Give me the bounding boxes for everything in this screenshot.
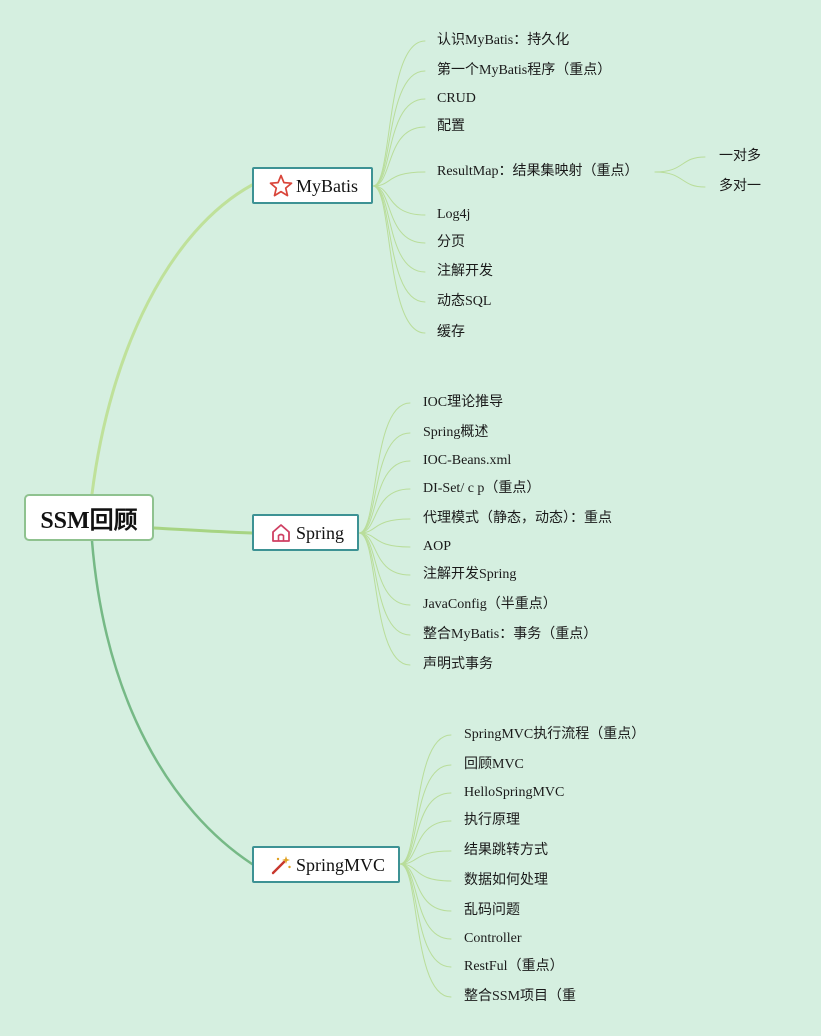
topic-item[interactable]: 缓存 — [437, 325, 465, 340]
topic-item[interactable]: 动态SQL — [437, 294, 492, 309]
topic-item[interactable]: 回顾MVC — [464, 757, 524, 772]
link-leaf — [399, 820, 452, 865]
topic-item[interactable]: Spring概述 — [423, 425, 489, 440]
subtopic-item[interactable]: 一对多 — [719, 149, 761, 164]
topic-item[interactable]: IOC-Beans.xml — [423, 453, 512, 468]
branch-spring[interactable]: Spring — [252, 514, 359, 551]
subtopic-item[interactable]: 多对一 — [719, 179, 761, 194]
link-leaf — [372, 98, 426, 187]
link-leaf — [358, 532, 411, 666]
link-leaf — [399, 863, 452, 882]
magic-wand-icon — [268, 853, 294, 877]
root-node[interactable]: SSM回顾 — [24, 494, 154, 541]
topic-item[interactable]: IOC理论推导 — [423, 395, 504, 410]
topic-item[interactable]: 声明式事务 — [423, 657, 493, 672]
topic-item[interactable]: CRUD — [437, 91, 476, 106]
link-leaf — [372, 185, 426, 334]
topic-item[interactable]: 执行原理 — [464, 813, 520, 828]
branch-springmvc[interactable]: SpringMVC — [252, 846, 400, 883]
link-leaf — [399, 734, 452, 865]
link-root-mybatis — [90, 183, 254, 496]
topic-item[interactable]: 配置 — [437, 119, 465, 134]
topic-item[interactable]: 代理模式（静态，动态）：重点 — [423, 511, 612, 526]
topic-item[interactable]: HelloSpringMVC — [464, 785, 565, 800]
link-root-spring — [152, 526, 254, 535]
topic-item[interactable]: 注解开发 — [437, 264, 493, 279]
branch-label: SpringMVC — [296, 854, 386, 875]
link-leaf — [399, 764, 452, 865]
topic-item[interactable]: DI-Set/ c p（重点） — [423, 481, 541, 496]
link-leaf — [358, 488, 411, 534]
link-leaf — [372, 185, 426, 244]
topic-item[interactable]: AOP — [423, 539, 452, 554]
link-leaf — [358, 532, 411, 576]
branch-label: MyBatis — [296, 175, 359, 196]
topic-item[interactable]: RestFul（重点） — [464, 959, 564, 974]
link-subleaf — [654, 171, 706, 188]
link-root-springmvc — [90, 539, 254, 866]
topic-item[interactable]: 整合MyBatis：事务（重点） — [423, 627, 598, 642]
topic-item[interactable]: ResultMap：结果集映射（重点） — [437, 164, 639, 179]
link-leaf — [372, 40, 426, 187]
link-leaf — [358, 532, 411, 636]
topic-item[interactable]: 结果跳转方式 — [464, 843, 548, 858]
topic-item[interactable]: SpringMVC执行流程（重点） — [464, 727, 646, 742]
link-leaf — [399, 863, 452, 968]
link-leaf — [399, 863, 452, 912]
link-leaf — [399, 863, 452, 940]
topic-item[interactable]: 注解开发Spring — [423, 567, 517, 582]
topic-item[interactable]: JavaConfig（半重点） — [423, 597, 557, 612]
topic-item[interactable]: 数据如何处理 — [464, 873, 548, 888]
topic-item[interactable]: 整合SSM项目（重 — [464, 989, 577, 1004]
link-leaf — [372, 70, 426, 187]
branch-label: Spring — [296, 522, 345, 543]
link-leaf — [399, 863, 452, 998]
star-icon — [268, 174, 294, 198]
branch-mybatis[interactable]: MyBatis — [252, 167, 373, 204]
topic-item[interactable]: 第一个MyBatis程序（重点） — [437, 63, 612, 78]
link-leaf — [372, 185, 426, 303]
link-leaf — [372, 185, 426, 216]
link-leaf — [358, 432, 411, 534]
link-subleaf — [654, 156, 706, 173]
topic-item[interactable]: 认识MyBatis：持久化 — [437, 33, 570, 48]
link-leaf — [399, 850, 452, 865]
link-leaf — [358, 518, 411, 534]
topic-item[interactable]: Log4j — [437, 207, 471, 222]
topic-item[interactable]: 分页 — [437, 235, 465, 250]
link-leaf — [399, 792, 452, 865]
house-icon — [268, 521, 294, 545]
link-leaf — [358, 460, 411, 534]
link-leaf — [372, 126, 426, 187]
link-leaf — [358, 532, 411, 548]
topic-item[interactable]: 乱码问题 — [464, 903, 520, 918]
link-leaf — [372, 171, 426, 187]
link-leaf — [358, 402, 411, 534]
topic-item[interactable]: Controller — [464, 931, 522, 946]
